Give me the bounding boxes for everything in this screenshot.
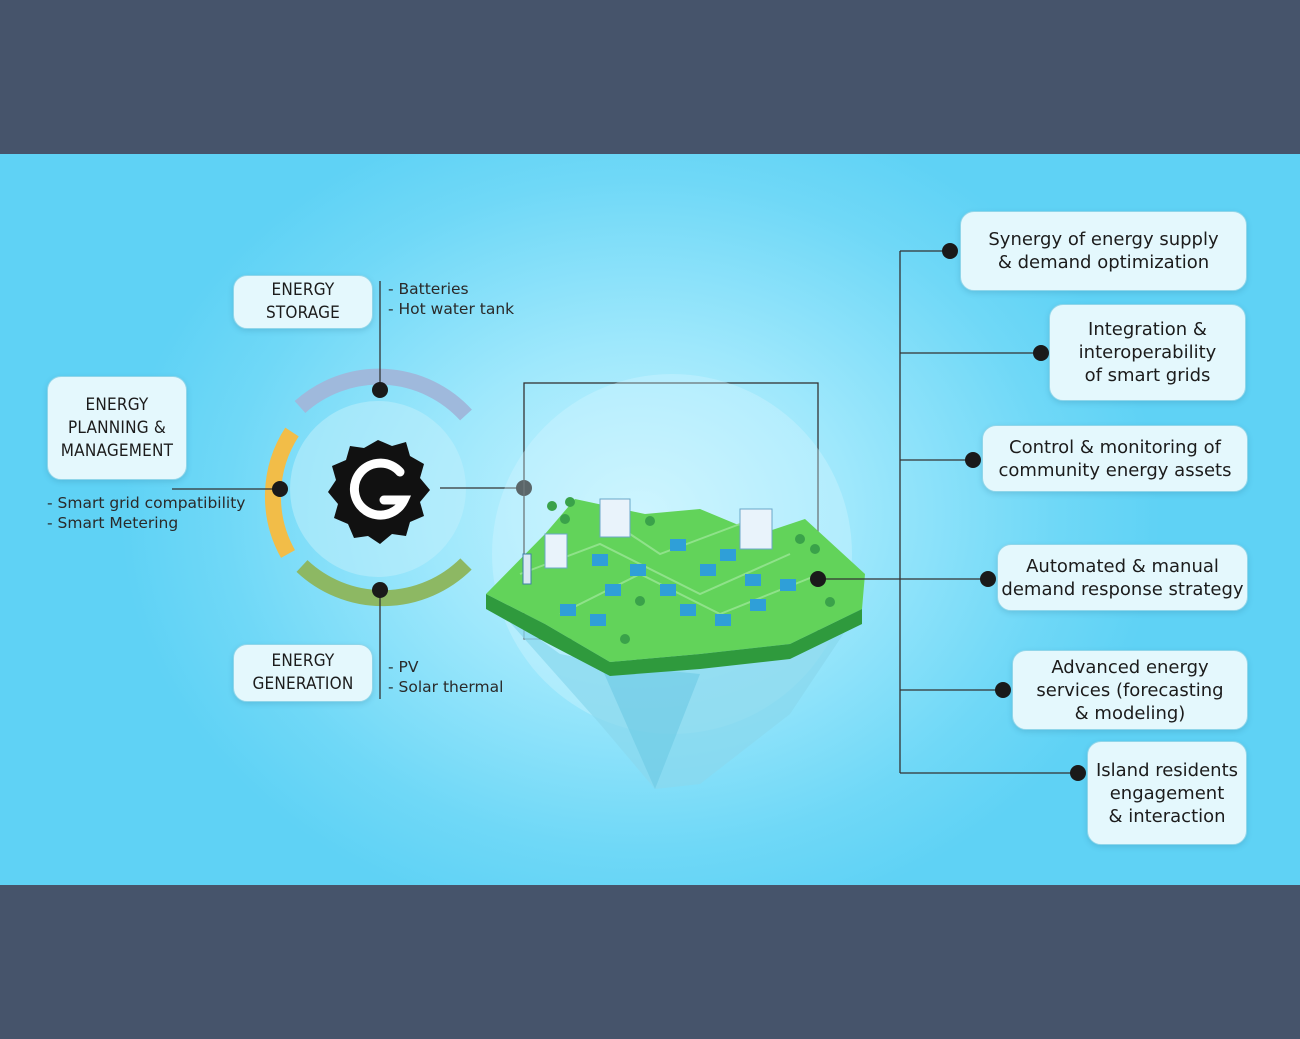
storage-notes: - Batteries - Hot water tank [388,280,515,318]
energy-storage-box: ENERGY STORAGE [233,275,373,329]
planning-notes: - Smart grid compatibility - Smart Meter… [47,494,246,532]
advanced-services-box: Advanced energy services (forecasting & … [1012,650,1248,730]
diagram-background: ENERGY PLANNING & MANAGEMENT - Smart gri… [0,154,1300,885]
energy-generation-box: ENERGY GENERATION [233,644,373,702]
energy-planning-box: ENERGY PLANNING & MANAGEMENT [47,376,187,480]
residents-engagement-label: Island residents engagement & interactio… [1095,759,1239,827]
energy-generation-label: ENERGY GENERATION [252,651,354,694]
control-monitoring-box: Control & monitoring of community energy… [982,425,1248,492]
planning-dot [272,481,288,497]
energy-storage-label: ENERGY STORAGE [265,280,341,323]
generation-arc [296,558,472,607]
storage-dot [372,382,388,398]
residents-engagement-box: Island residents engagement & interactio… [1087,741,1247,845]
synergy-label: Synergy of energy supply & demand optimi… [988,229,1219,273]
generation-dot [372,582,388,598]
integration-label: Integration & interoperability of smart … [1078,319,1217,386]
advanced-services-label: Advanced energy services (forecasting & … [1036,656,1224,724]
island-right-dot [810,571,826,587]
generation-notes: - PV - Solar thermal [388,658,504,696]
storage-arc [294,368,472,421]
island-logo-icon [328,440,430,544]
energy-planning-label: ENERGY PLANNING & MANAGEMENT [60,394,174,461]
integration-box: Integration & interoperability of smart … [1049,304,1246,401]
synergy-box: Synergy of energy supply & demand optimi… [960,211,1247,291]
buildings [522,497,835,644]
connector-layer [172,243,1086,789]
control-monitoring-label: Control & monitoring of community energy… [998,436,1232,481]
demand-response-box: Automated & manual demand response strat… [997,544,1248,611]
demand-response-label: Automated & manual demand response strat… [1001,555,1244,600]
